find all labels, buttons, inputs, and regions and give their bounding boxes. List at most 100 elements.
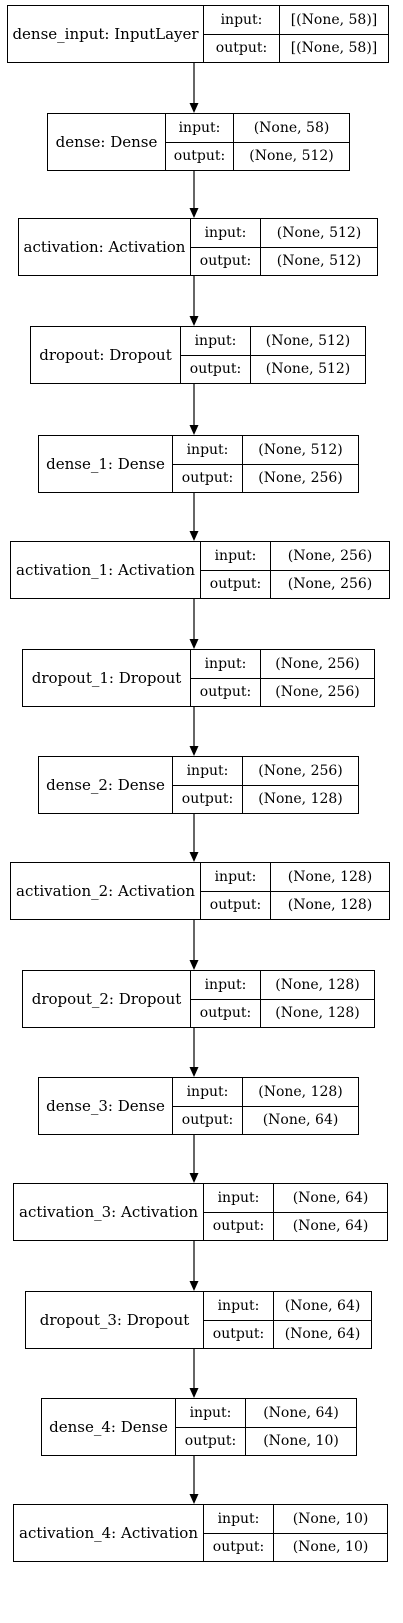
layer-name: dense_1: Dense [39,436,173,492]
input-label: input: [204,1184,274,1212]
input-shape: (None, 64) [284,1297,361,1314]
output-shape: (None, 512) [249,148,334,165]
output-shape: (None, 64) [292,1218,369,1235]
input-shape: (None, 128) [275,976,360,993]
input-label: input: [204,1292,274,1320]
input-row: input: (None, 512) [181,327,365,355]
input-row: input:(None, 128) [201,863,389,891]
output-row: output:(None, 64) [204,1319,371,1348]
input-row: input:(None, 512) [173,436,358,464]
input-label: input: [176,1399,246,1427]
input-row: input: (None, 64) [204,1292,371,1320]
input-shape: (None, 256) [275,655,360,672]
output-row: output:(None, 128) [201,890,389,919]
output-row: output:(None, 512) [191,246,377,275]
output-row: output: (None, 10) [176,1426,356,1455]
input-label: input: [173,436,243,464]
input-label: input: [201,863,271,891]
layer-name: activation_2: Activation [11,863,201,919]
layer-name: dense_4: Dense [42,1399,176,1455]
edge-arrowhead [189,1388,199,1398]
layer-ports: input:(None, 256)output:(None, 256) [191,650,374,706]
layer-ports: input: [(None, 58)]output: [(None, 58)] [204,6,388,62]
layer-ports: input:(None, 512)output:(None, 512) [191,219,377,275]
layer-name: dropout_1: Dropout [23,650,191,706]
layer-ports: input:(None, 128)output:(None, 128) [191,971,374,1027]
output-row: output:(None, 256) [173,463,358,492]
edge-arrowhead [189,746,199,756]
input-shape: (None, 512) [276,224,362,241]
layer-name: activation_1: Activation [11,542,201,598]
input-label: input: [201,542,271,570]
layer-name: activation_4: Activation [14,1505,204,1561]
layer-name: dropout: Dropout [31,327,181,383]
output-shape: (None, 512) [276,253,362,270]
edge-arrowhead [189,425,199,435]
output-shape: (None, 256) [275,684,360,701]
layer-ports: input:(None, 64)output:(None, 10) [176,1399,356,1455]
layer-ports: input:(None, 58)output:(None, 512) [166,114,349,170]
input-shape: (None, 58) [253,119,330,136]
output-label: output: [204,1320,274,1348]
output-label: output: [173,785,243,813]
edge-arrowhead [189,531,199,541]
output-shape: (None, 10) [263,1433,339,1450]
edge-arrowhead [189,1067,199,1077]
output-shape: (None, 256) [287,576,373,593]
output-label: output: [181,355,251,383]
input-row: input:(None, 10) [204,1505,387,1533]
layer-name: activation_3: Activation [14,1184,204,1240]
edge-arrowhead [189,316,199,326]
output-label: output: [204,1533,274,1561]
layer-ports: input:(None, 64)output:(None, 64) [204,1184,387,1240]
layer-ports: input:(None, 128)output:(None, 128) [201,863,389,919]
layer-name: dense_input: InputLayer [8,6,204,62]
output-row: output:(None, 512) [166,141,349,170]
layer-ports: input: (None, 128) output: (None, 64) [173,1078,358,1134]
layer-name: dense_3: Dense [39,1078,173,1134]
input-label: input: [204,6,280,34]
input-row: input:(None, 58) [166,114,349,142]
output-shape: (None, 128) [287,897,373,914]
edge-arrowhead [189,208,199,218]
input-row: input: [(None, 58)] [204,6,388,34]
input-row: input: (None, 128) [173,1078,358,1106]
output-shape: (None, 64) [262,1112,339,1129]
output-row: output: (None, 64) [173,1105,358,1134]
output-shape: (None, 10) [292,1539,369,1556]
output-row: output:(None, 256) [191,677,374,706]
output-row: output:(None, 128) [173,784,358,813]
input-label: input: [191,219,261,247]
input-shape: (None, 128) [258,1083,343,1100]
edge-arrowhead [189,1173,199,1183]
output-row: output: (None, 512) [181,354,365,383]
output-label: output: [191,999,261,1027]
output-shape: (None, 512) [265,361,351,378]
input-label: input: [181,327,251,355]
input-shape: [(None, 58)] [290,11,378,28]
input-label: input: [173,1078,243,1106]
layer-ports: input: (None, 64) output:(None, 64) [204,1292,371,1348]
input-shape: (None, 64) [292,1189,369,1206]
input-shape: (None, 512) [265,332,351,349]
output-label: output: [176,1427,246,1455]
input-shape: (None, 256) [258,762,343,779]
layer-name: dropout_2: Dropout [23,971,191,1027]
output-label: output: [204,34,280,62]
output-row: output:(None, 128) [191,998,374,1027]
output-label: output: [173,1106,243,1134]
layer-ports: input:(None, 256)output:(None, 128) [173,757,358,813]
edge-arrowhead [189,852,199,862]
input-row: input: (None, 64) [204,1184,387,1212]
layer-ports: input:(None, 10)output: (None, 10) [204,1505,387,1561]
